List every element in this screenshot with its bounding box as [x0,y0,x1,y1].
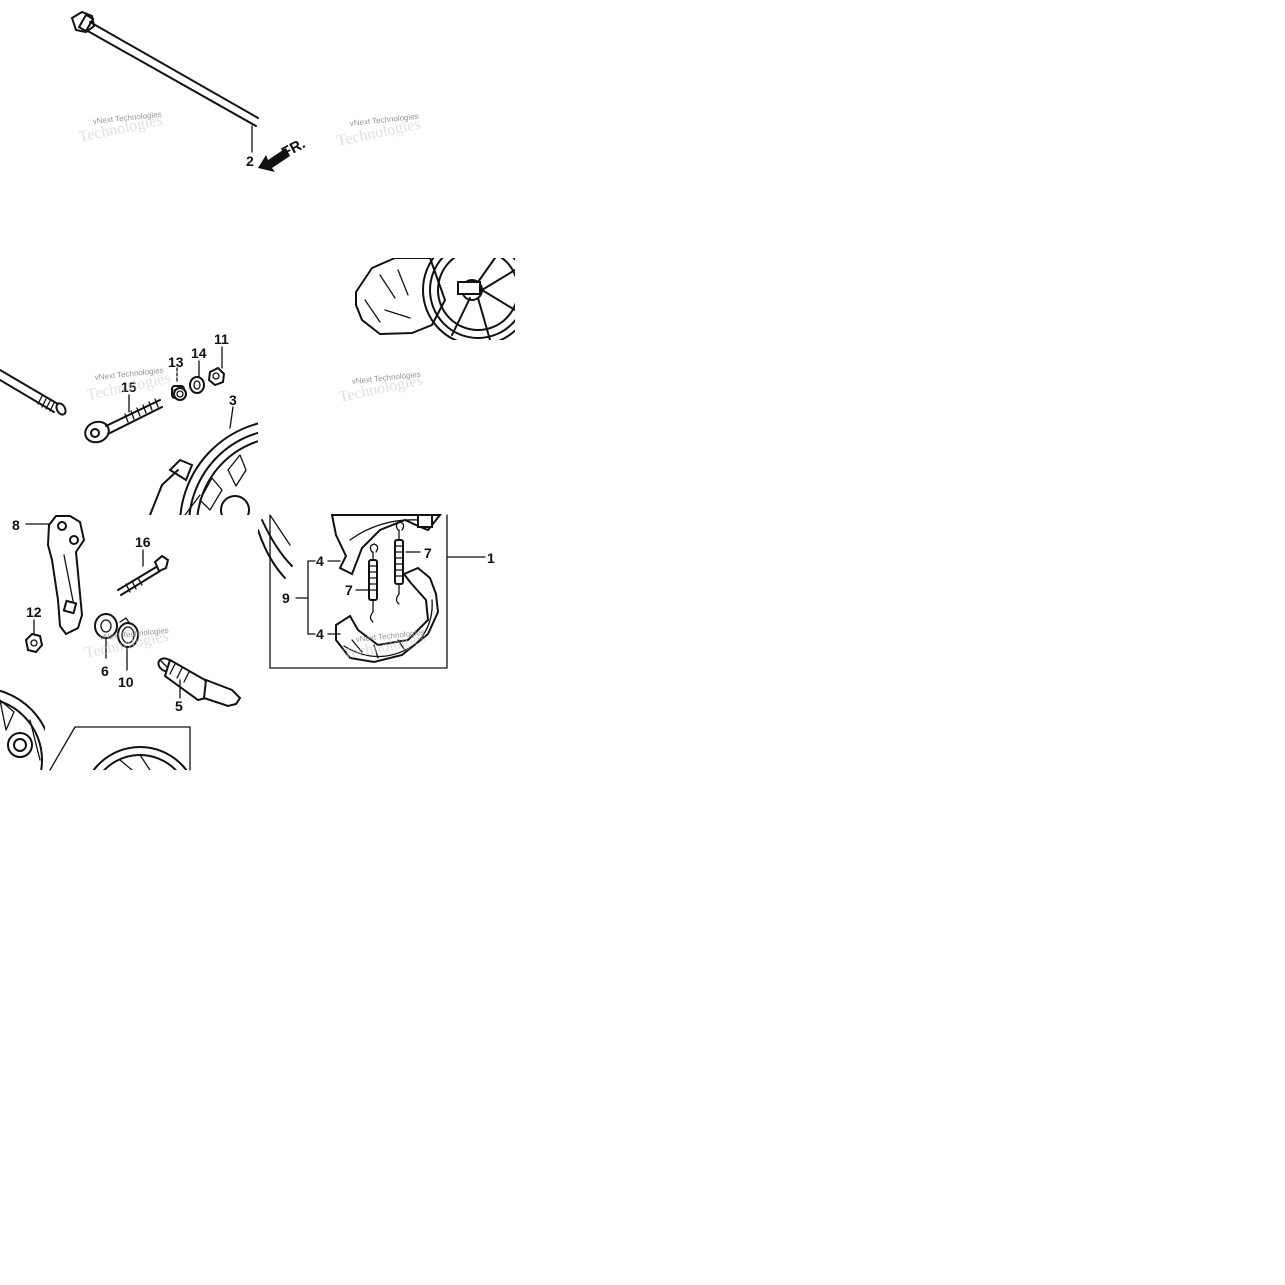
callout-3: 3 [229,392,237,408]
nut-12 [24,632,44,654]
return-spring-a [368,543,379,623]
hub-top-right [355,258,515,340]
joint-14 [189,376,205,394]
brake-shoe-upper [330,514,443,576]
watermark-1: Technologies vNext Technologies [77,110,164,146]
callout-16: 16 [135,534,151,550]
callout-13: 13 [168,354,184,370]
brake-panel [149,422,258,515]
wheel-bottom-inset [49,726,191,771]
shoe-frame [269,514,486,669]
callout-4-lower: 4 [316,626,324,642]
callout-14: 14 [191,345,207,361]
watermark-4: Technologies vNext Technologies [337,370,424,406]
panel-edge [258,515,293,579]
callout-6: 6 [101,663,109,679]
adjusting-bolt [84,398,163,444]
callout-2: 2 [246,153,254,169]
watermark-2: Technologies vNext Technologies [335,112,422,150]
callout-12: 12 [26,604,42,620]
bracket-9 [295,560,316,635]
spring-13 [171,385,187,401]
nut-11 [207,366,226,387]
callout-7-right: 7 [424,545,432,561]
callout-4-upper: 4 [316,553,324,569]
brake-shoe-lower [335,566,440,664]
wheel-bottom-left [0,689,45,770]
callout-15: 15 [121,379,137,395]
callout-7-left: 7 [345,582,353,598]
callout-line-3 [229,406,234,429]
seal-10 [117,617,139,648]
return-spring-b [394,521,405,605]
rod-end [0,369,67,416]
axle [70,10,259,127]
callout-11: 11 [214,331,229,347]
brake-arm [46,515,86,636]
front-direction-arrow: FR. [258,135,308,172]
callout-10: 10 [118,674,134,690]
callout-9: 9 [282,590,290,606]
callout-5: 5 [175,698,183,714]
callout-1: 1 [487,550,495,566]
callout-8: 8 [12,517,20,533]
bolt-16 [117,554,170,596]
brake-cam-5 [157,657,242,708]
